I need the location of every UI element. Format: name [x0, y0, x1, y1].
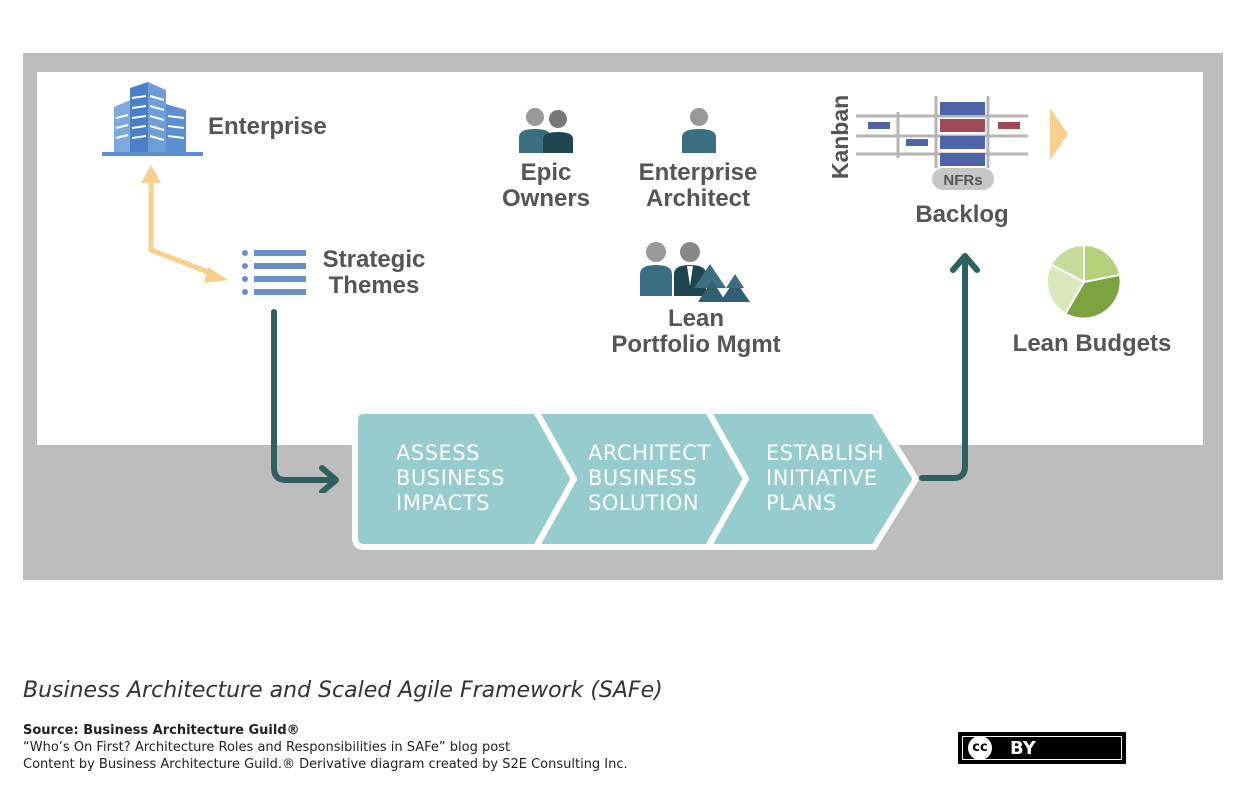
backlog-label: Backlog [915, 201, 1009, 228]
kanban-board [856, 96, 1028, 190]
source-credit: Content by Business Architecture Guild.®… [23, 757, 628, 772]
source-line: Source: Business Architecture Guild® [23, 723, 300, 738]
badge-border [962, 736, 1122, 760]
figure-caption: Business Architecture and Scaled Agile F… [23, 678, 663, 703]
epic-owners-icon [519, 108, 573, 153]
enterprise-architect-label: Enterprise Architect [638, 159, 758, 212]
kanban-label: Kanban [827, 94, 853, 180]
strategic-themes-label: Strategic Themes [322, 246, 426, 299]
building-icon [102, 82, 203, 156]
enterprise-architect-icon [682, 108, 716, 153]
orange-chevron-icon [1050, 108, 1068, 160]
lean-budgets-label: Lean Budgets [1012, 330, 1172, 357]
lean-portfolio-label: Lean Portfolio Mgmt [611, 305, 781, 358]
teal-arrow-out [919, 253, 980, 481]
teal-arrow-in [271, 309, 339, 493]
pie-chart-icon [1047, 245, 1120, 318]
source-block: Source: Business Architecture Guild® “Wh… [23, 722, 628, 773]
source-post: “Who’s On First? Architecture Roles and … [23, 740, 511, 755]
orange-arrow [141, 165, 228, 283]
process-chevrons [352, 408, 919, 550]
diagram-panel [37, 72, 1203, 445]
cc-by-license-badge[interactable]: cc BY [958, 732, 1126, 764]
enterprise-label: Enterprise [208, 113, 327, 140]
epic-owners-label: Epic Owners [501, 159, 591, 212]
list-icon [242, 250, 306, 295]
nfrs-label: NFRs [943, 172, 983, 189]
by-label: BY [1010, 738, 1036, 759]
lean-portfolio-icon [640, 242, 750, 302]
cc-icon: cc [968, 736, 992, 760]
